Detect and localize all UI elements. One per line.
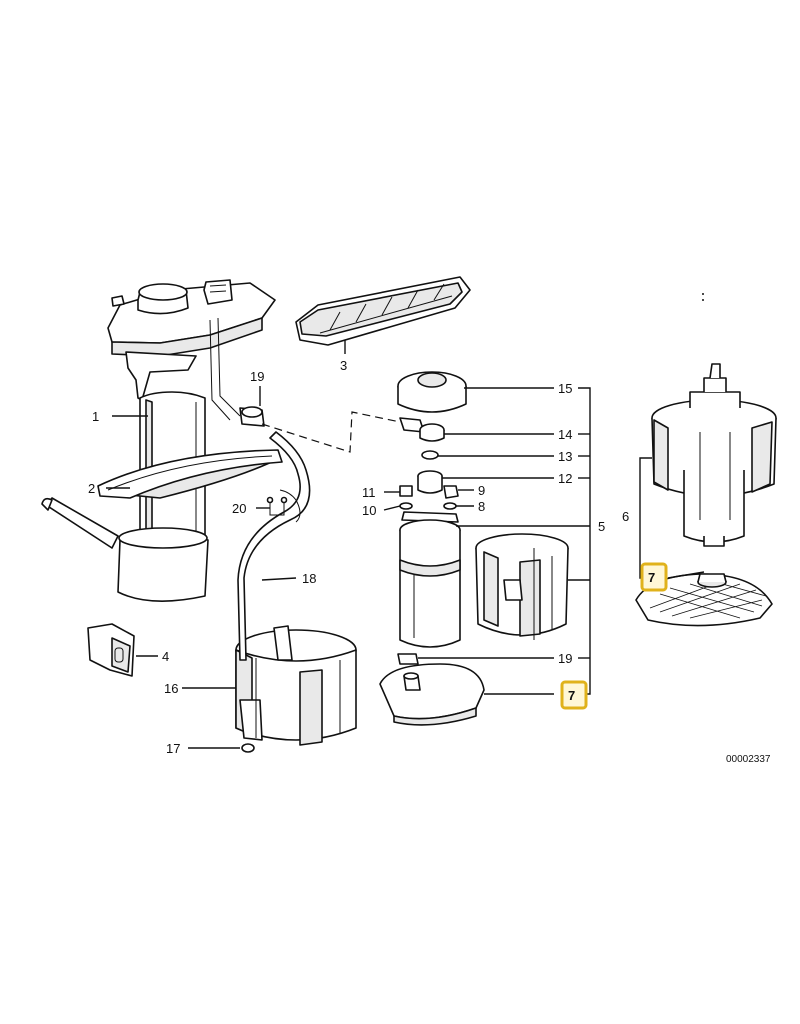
bracket-part[interactable]	[87, 623, 135, 677]
callout-17: 17	[166, 741, 180, 756]
callout-9: 9	[478, 483, 485, 498]
callout-5: 5	[598, 519, 605, 534]
hose-part[interactable]	[237, 431, 311, 661]
pump-nut-part[interactable]	[399, 485, 459, 499]
callout-13: 13	[558, 449, 572, 464]
filter-cover-part[interactable]	[295, 276, 471, 346]
pump-washer-part[interactable]	[399, 502, 457, 510]
side-pump-housing-part[interactable]	[651, 363, 777, 547]
diagram-reference: 00002337	[726, 754, 771, 765]
callout-20: 20	[232, 501, 246, 516]
callout-1: 1	[92, 409, 99, 424]
speck-mark	[702, 299, 704, 301]
callout-7-main: 7	[568, 688, 575, 703]
callout-7-side: 7	[648, 570, 655, 585]
pump-strainer-part[interactable]	[379, 663, 485, 726]
pump-cap-part[interactable]	[397, 371, 467, 413]
callout-7-main-highlight[interactable]: 7	[560, 680, 588, 710]
callout-2: 2	[88, 481, 95, 496]
pump-coupling-part[interactable]	[417, 470, 443, 494]
sending-unit-part[interactable]	[41, 279, 283, 602]
pump-cage-part[interactable]	[475, 533, 569, 640]
callout-18: 18	[302, 571, 316, 586]
callout-8: 8	[478, 499, 485, 514]
pump-elbow-part[interactable]	[399, 417, 445, 442]
callout-15: 15	[558, 381, 572, 396]
speck-mark	[702, 293, 704, 295]
callout-labels: 1 2 3 4 5 6 16 17 18 19 20 15 14 13 12 9…	[88, 358, 629, 756]
callout-16: 16	[164, 681, 178, 696]
o-ring-part[interactable]	[241, 743, 255, 753]
callout-19-mid: 19	[558, 651, 572, 666]
callout-4: 4	[162, 649, 169, 664]
callout-14: 14	[558, 427, 572, 442]
pump-seal-part[interactable]	[421, 450, 439, 460]
callout-12: 12	[558, 471, 572, 486]
wire-connector-part[interactable]	[266, 496, 288, 516]
hose-clamp-part[interactable]	[239, 406, 265, 427]
leader-lines	[106, 340, 705, 749]
callout-7-side-highlight[interactable]: 7	[640, 562, 668, 592]
callout-11: 11	[362, 485, 376, 500]
callout-19-top: 19	[250, 369, 264, 384]
pump-holder-part[interactable]	[235, 625, 357, 746]
connection-dash-line	[261, 411, 401, 453]
fuel-pump-part[interactable]	[397, 511, 461, 665]
callout-10: 10	[362, 503, 376, 518]
callout-6: 6	[622, 509, 629, 524]
callout-3: 3	[340, 358, 347, 373]
